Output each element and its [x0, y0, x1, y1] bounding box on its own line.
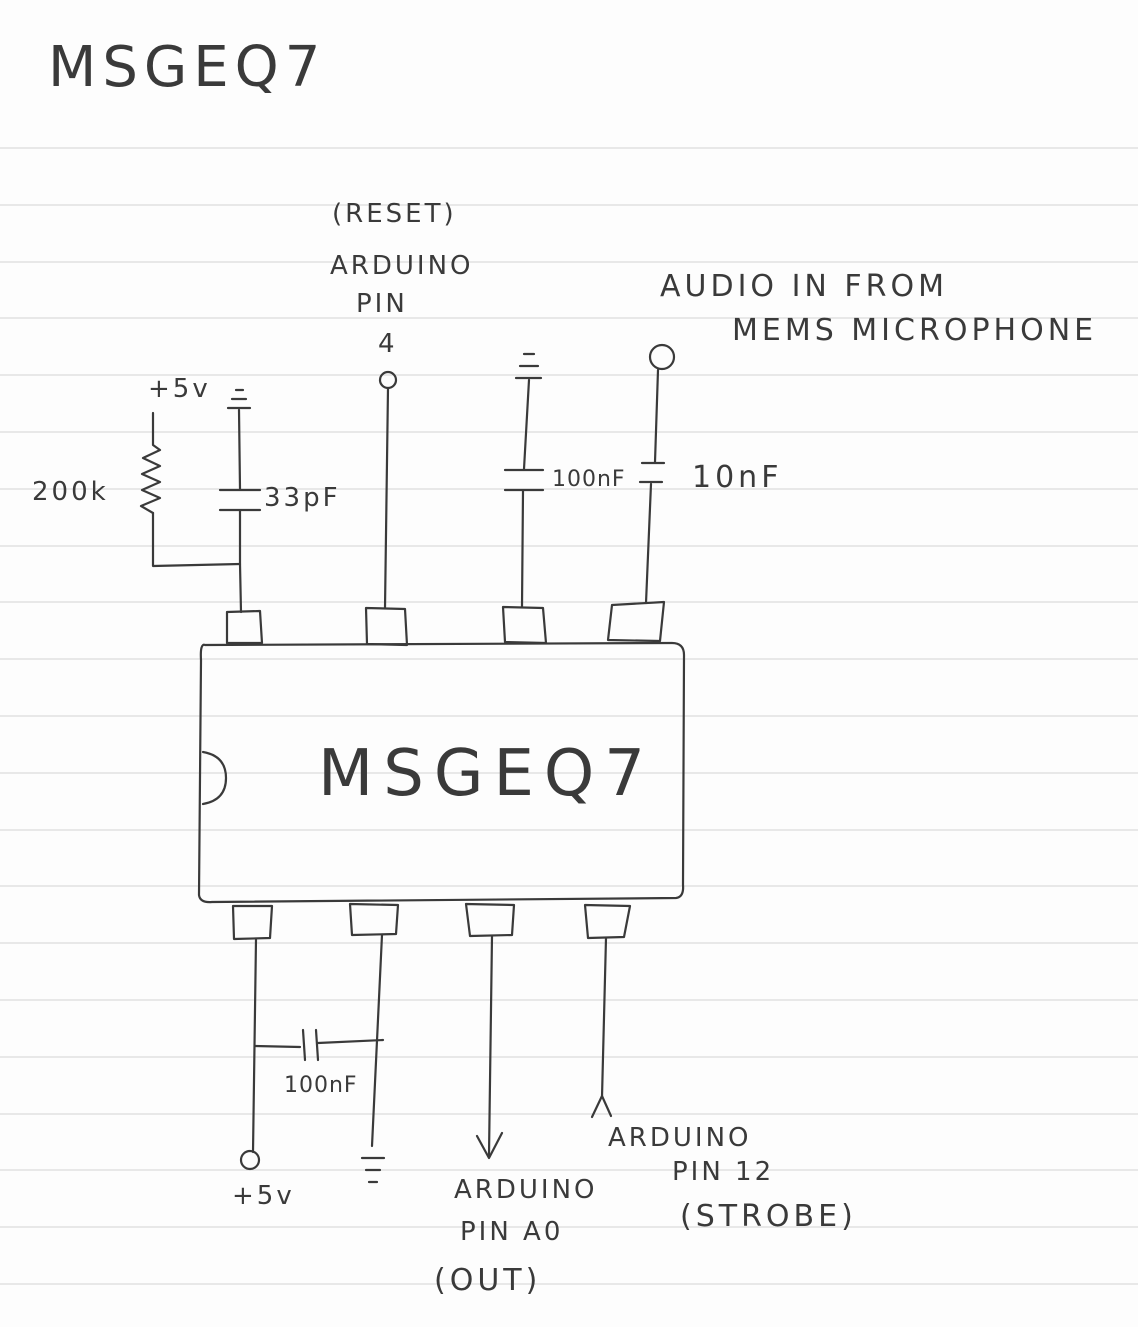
- resistor-200k: [139, 411, 162, 515]
- supply-label-top: +5v: [148, 374, 211, 404]
- top-pin-2-network: (RESET) ARDUINO PIN 4: [330, 199, 473, 610]
- input-arrow: [590, 1094, 613, 1119]
- out-label: (OUT): [434, 1263, 541, 1298]
- reset-label: (RESET): [332, 199, 457, 229]
- pin-number-4: 4: [378, 329, 398, 359]
- bottom-pin-3-network: ARDUINO PIN A0 (OUT): [434, 934, 597, 1298]
- capacitor-100nf-bottom: [301, 1028, 320, 1062]
- chip-bottom-pins: [231, 902, 632, 941]
- arduino-label-a0: ARDUINO: [454, 1175, 597, 1205]
- arduino-label-pin12: ARDUINO: [608, 1123, 751, 1153]
- audio-in-label: AUDIO IN FROM: [660, 269, 948, 304]
- pin-2-top: [364, 606, 409, 647]
- mems-label: MEMS MICROPHONE: [732, 313, 1097, 348]
- strobe-label: (STROBE): [680, 1199, 857, 1234]
- capacitor-10nf: [638, 461, 666, 484]
- chip-msgeq7: MSGEQ7: [197, 641, 686, 904]
- pin-label-pin4: PIN: [356, 289, 408, 319]
- pin-1-top: [225, 609, 264, 645]
- chip-label: MSGEQ7: [318, 737, 655, 811]
- supply-label-bottom: +5v: [232, 1181, 295, 1211]
- bottom-pin-2-network: [360, 933, 386, 1184]
- capacitor-100nf-top: [503, 468, 545, 492]
- pin-4-bottom: [583, 903, 632, 940]
- output-arrow: [475, 1131, 504, 1160]
- resistor-label: 200k: [32, 477, 109, 507]
- ground-symbol-1: [226, 388, 252, 410]
- terminal-pin-4: [378, 370, 398, 390]
- capacitor-label-100nf-bottom: 100nF: [284, 1073, 358, 1098]
- terminal-5v-bottom: [239, 1149, 261, 1171]
- top-pin-3-network: 100nF: [503, 352, 626, 609]
- page-title: MSGEQ7: [48, 35, 326, 100]
- chip-notch: [201, 750, 228, 806]
- ground-symbol-3: [360, 1156, 386, 1184]
- capacitor-label-33pf: 33pF: [264, 483, 341, 513]
- ruled-lines: [0, 147, 1138, 1285]
- terminal-audio-in: [648, 343, 676, 371]
- top-pin-4-network: 10nF AUDIO IN FROM MEMS MICROPHONE: [638, 269, 1097, 605]
- pin-label-a0: PIN A0: [460, 1217, 563, 1247]
- pin-2-bottom: [348, 902, 400, 937]
- top-pin-1-network: +5v 200k 33pF: [32, 374, 341, 614]
- pin-label-pin12: PIN 12: [672, 1157, 774, 1187]
- pin-1-bottom: [231, 904, 274, 941]
- capacitor-33pf: [218, 488, 262, 512]
- ground-symbol-2: [514, 352, 543, 380]
- capacitor-label-10nf: 10nF: [692, 460, 782, 495]
- pin-3-top: [501, 605, 548, 645]
- arduino-label-pin4: ARDUINO: [330, 251, 473, 281]
- chip-top-pins: [225, 600, 666, 647]
- bypass-capacitor: 100nF: [253, 1028, 385, 1098]
- pin-4-top: [606, 600, 666, 643]
- bottom-pin-4-network: ARDUINO PIN 12 (STROBE): [590, 936, 857, 1234]
- capacitor-label-100nf-top: 100nF: [552, 467, 626, 492]
- pin-3-bottom: [464, 902, 516, 938]
